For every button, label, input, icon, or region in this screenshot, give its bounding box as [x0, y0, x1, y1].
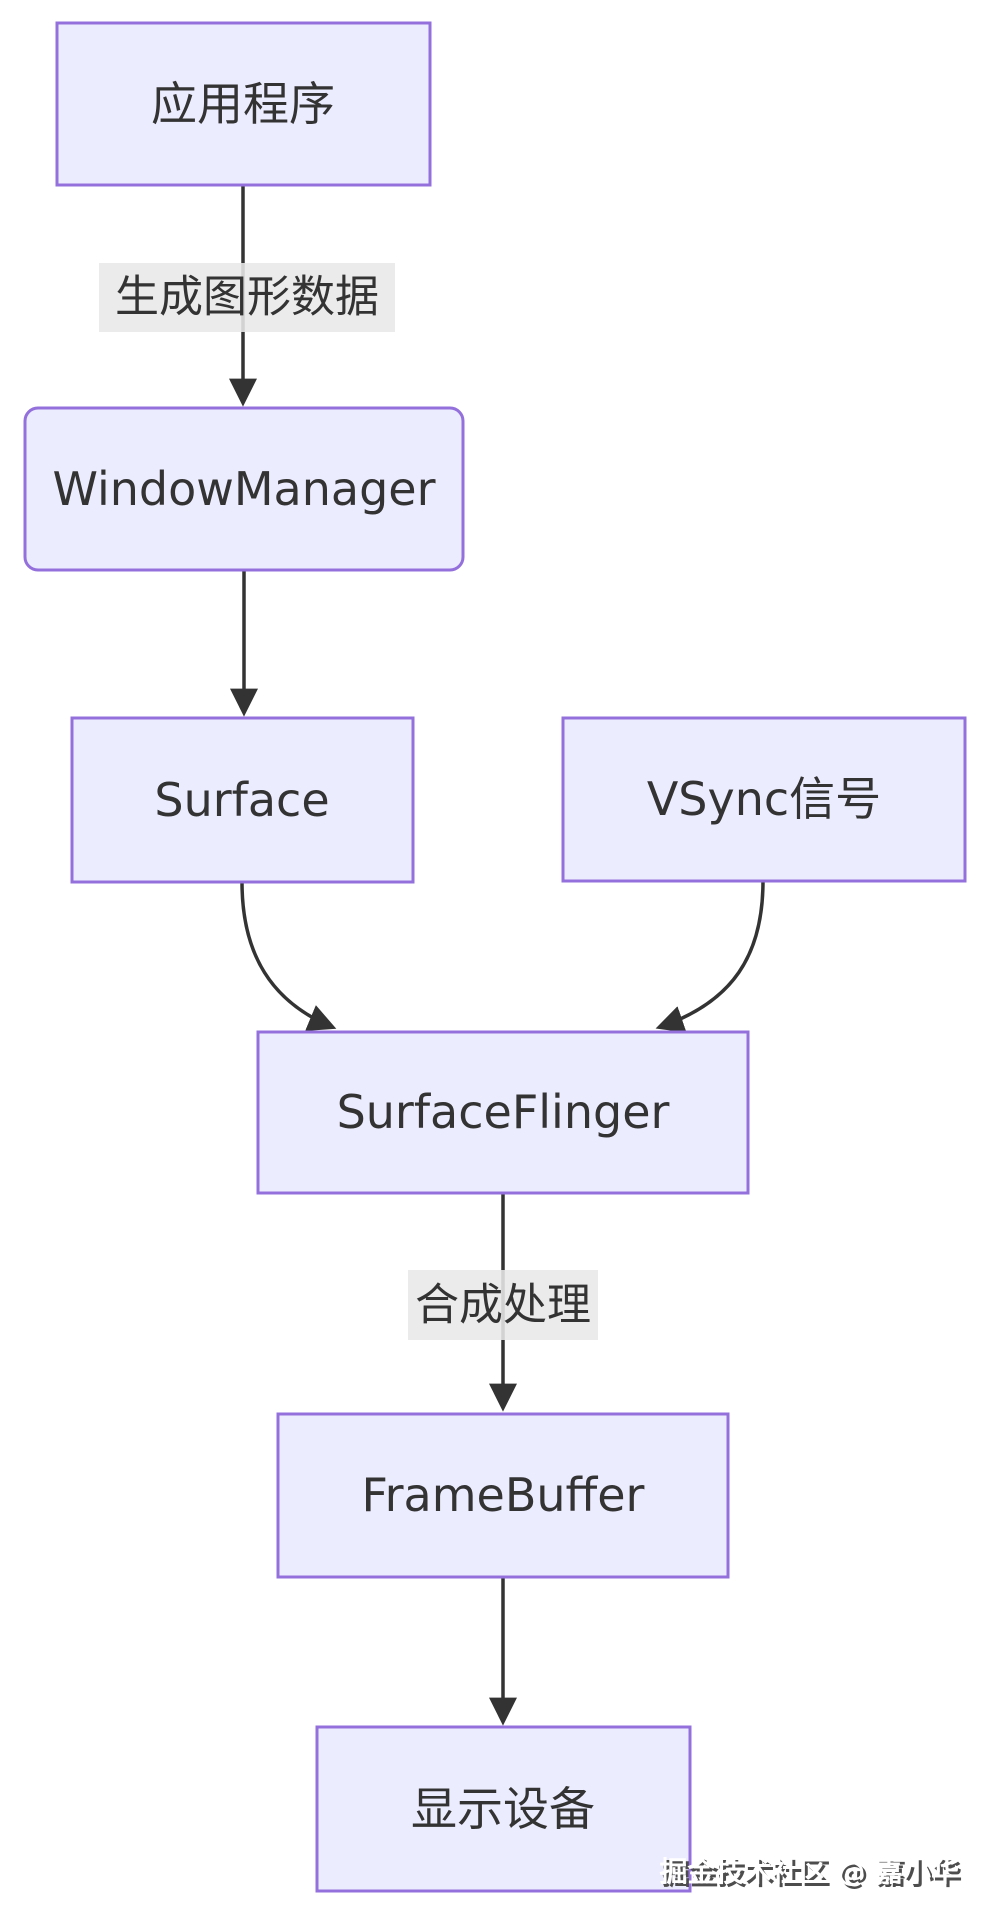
node-framebuffer-box: [276, 1412, 730, 1579]
node-windowmanager: WindowManager: [23, 406, 465, 572]
watermark: 掘金技术社区 @ 嘉小华: [660, 1855, 960, 1888]
watermark-shadow: 掘金技术社区 @ 嘉小华: [663, 1858, 963, 1891]
edge-label-bg-composition: [408, 1270, 598, 1340]
node-display: 显示设备: [315, 1725, 692, 1893]
node-display-box: [315, 1725, 692, 1893]
node-surface: Surface: [70, 716, 415, 884]
node-surfaceflinger-box: [256, 1030, 750, 1195]
node-app-label: 应用程序: [151, 77, 335, 131]
node-surfaceflinger: SurfaceFlinger: [256, 1030, 750, 1195]
node-app-box: [55, 21, 432, 187]
node-display-label: 显示设备: [411, 1782, 595, 1836]
edge-label-composition: 合成处理: [415, 1280, 591, 1331]
edge-label-generate-graphics: 生成图形数据: [115, 272, 379, 323]
node-surface-label: Surface: [154, 773, 329, 827]
node-windowmanager-box: [23, 406, 465, 572]
node-framebuffer-label: FrameBuffer: [362, 1468, 645, 1522]
edge-label-bg-generate-graphics: [99, 263, 395, 332]
node-windowmanager-label: WindowManager: [52, 462, 435, 516]
edge-surface-to-surfaceflinger: [240, 881, 337, 1031]
node-vsync-label: VSync信号: [647, 772, 881, 826]
node-surface-box: [70, 716, 415, 884]
edge-vsync-to-surfaceflinger: [655, 880, 765, 1033]
node-app: 应用程序: [55, 21, 432, 187]
node-framebuffer: FrameBuffer: [276, 1412, 730, 1579]
node-vsync: VSync信号: [561, 716, 967, 883]
node-surfaceflinger-label: SurfaceFlinger: [337, 1085, 670, 1139]
node-vsync-box: [561, 716, 967, 883]
